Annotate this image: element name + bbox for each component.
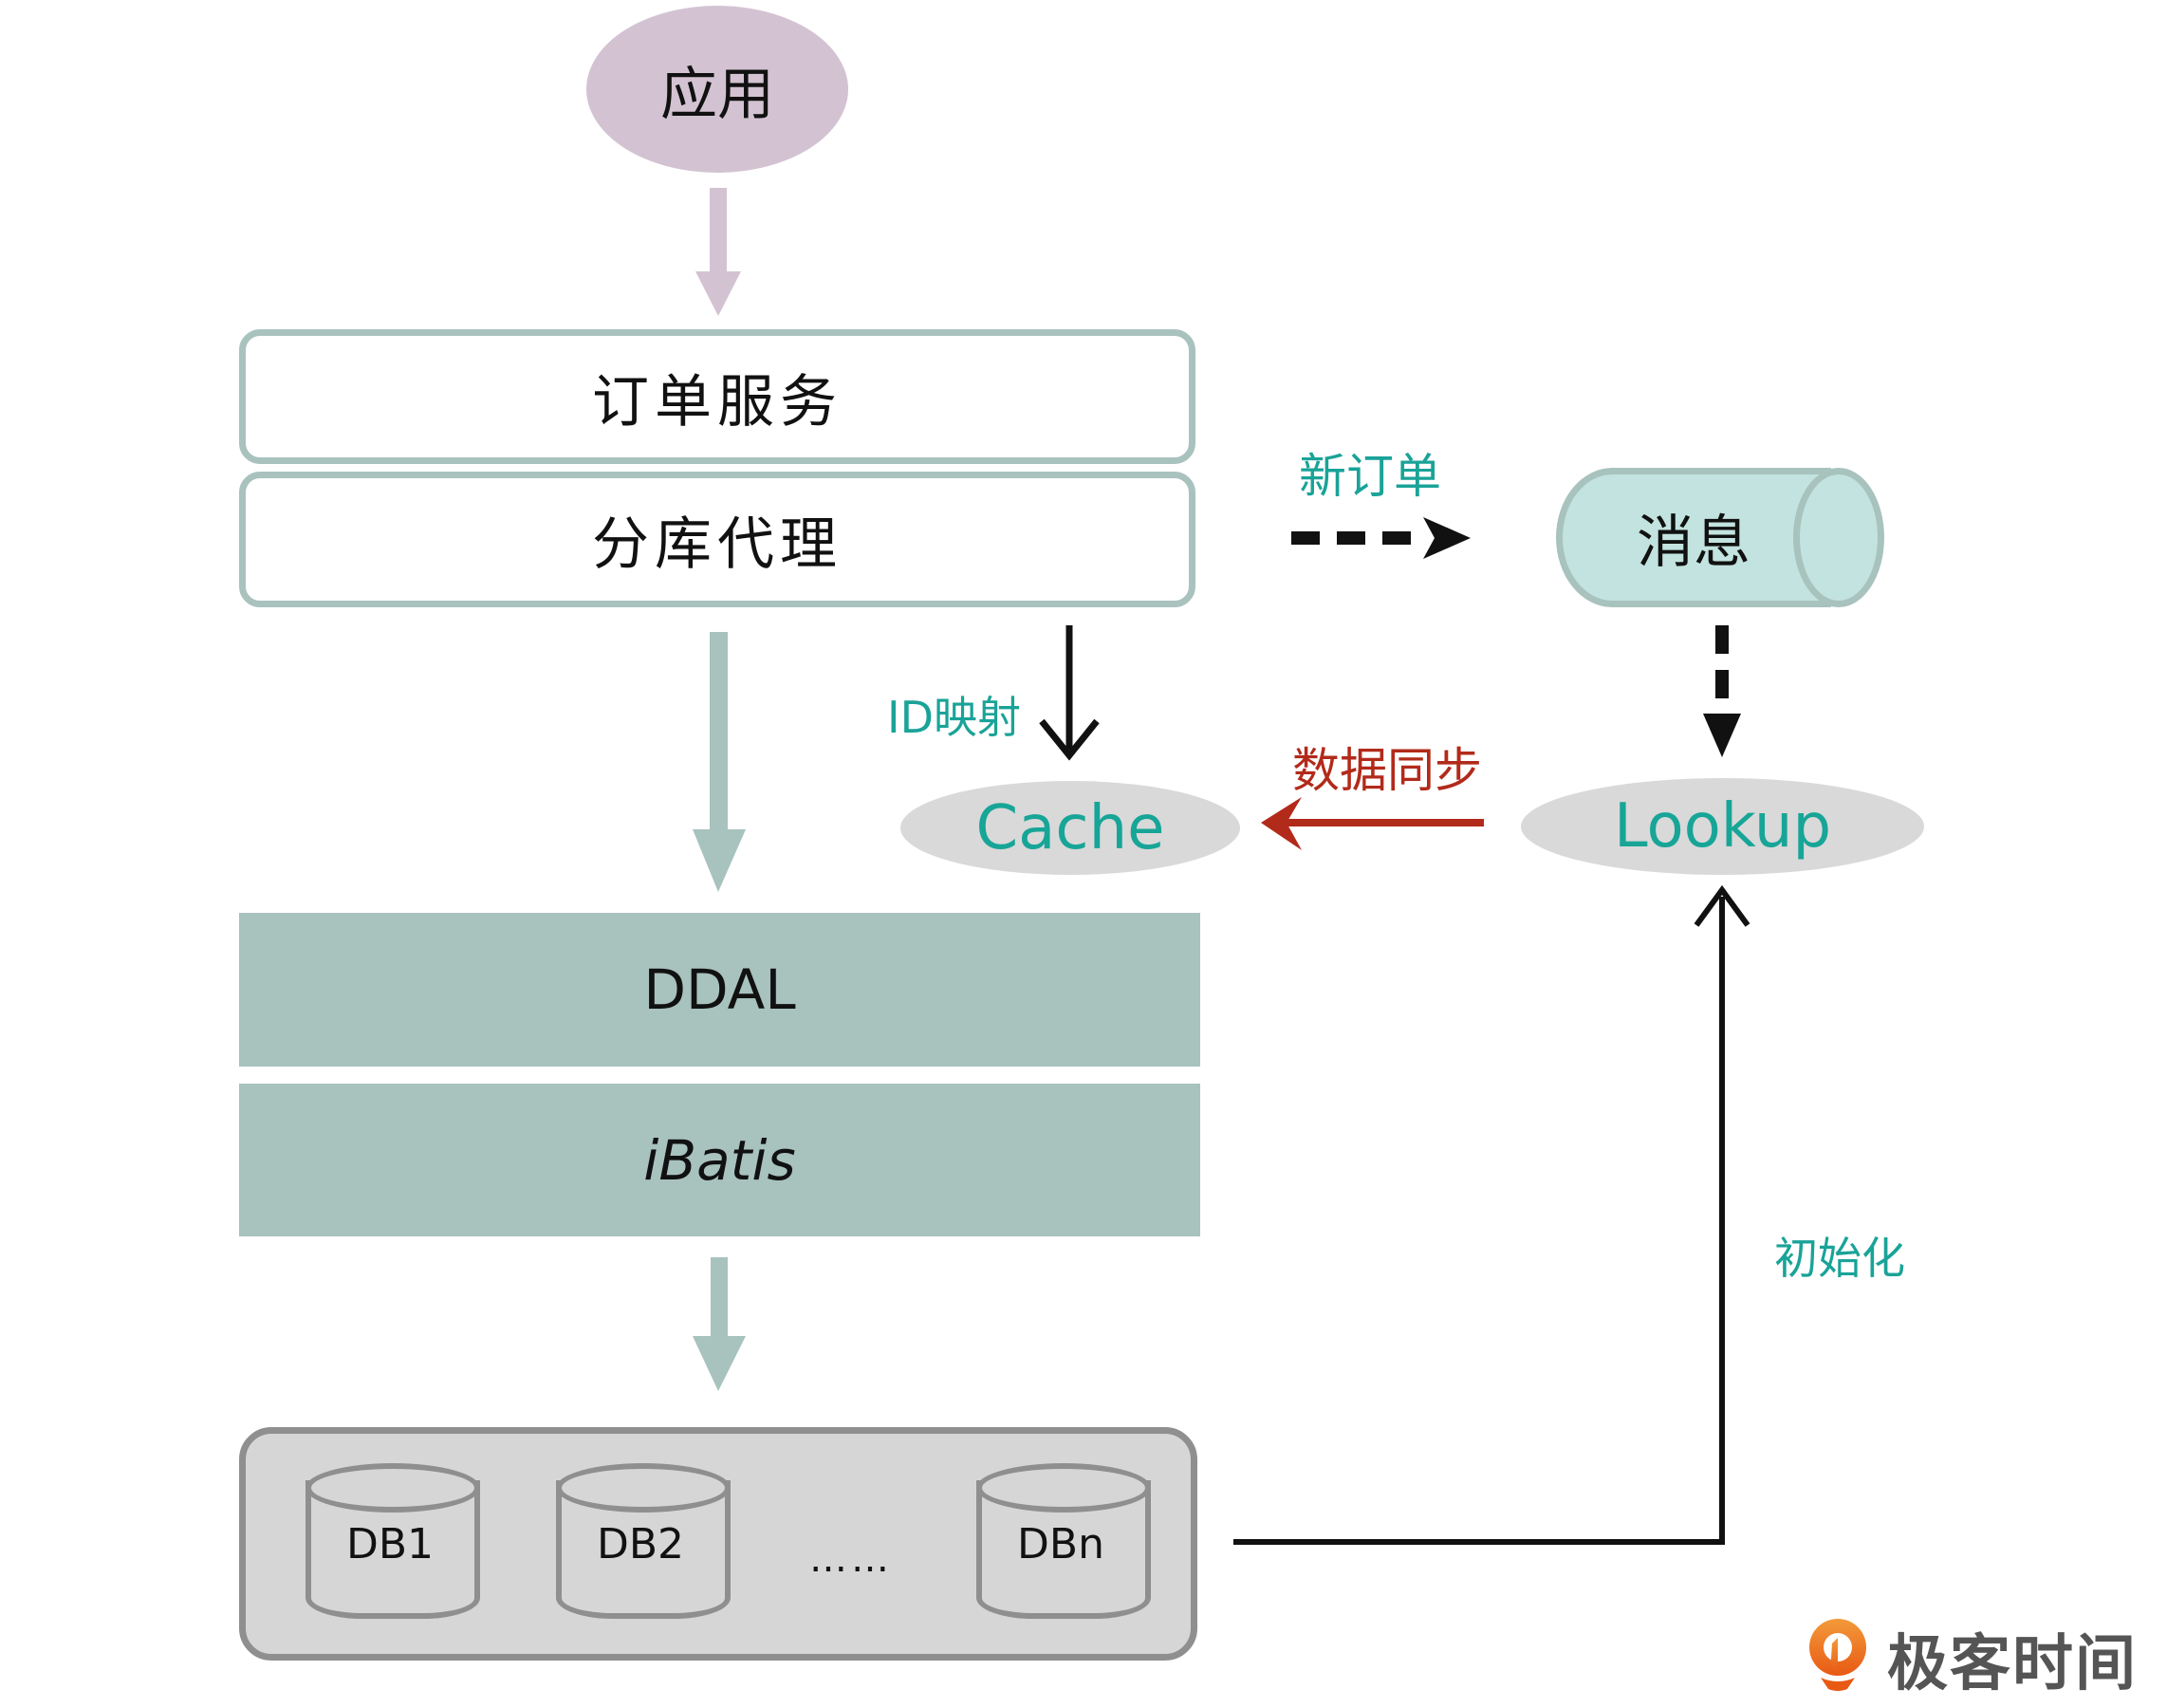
database-label: DB1	[345, 1520, 435, 1569]
ibatis-label: iBatis	[643, 1127, 796, 1193]
arrow-proxy-to-ddal	[693, 632, 746, 892]
database-icon: DBn	[976, 1463, 1151, 1619]
edge-label-id-mapping: ID映射	[887, 692, 1021, 743]
arrow-data-sync	[1261, 797, 1484, 850]
lookup-node: Lookup	[1521, 778, 1924, 875]
message-queue-node: 消息	[1556, 468, 1888, 607]
arrow-app-to-order-service	[695, 188, 741, 316]
edge-label-new-order: 新订单	[1299, 449, 1441, 504]
brand-logo: 极客时间	[1802, 1611, 2167, 1699]
lookup-label: Lookup	[1613, 791, 1832, 862]
arrow-new-order-dashed	[1291, 517, 1471, 559]
shard-proxy-label: 分库代理	[592, 511, 843, 578]
arrow-init	[1233, 884, 1750, 1545]
order-service-box: 订单服务	[239, 329, 1195, 464]
logo-text: 极客时间	[1887, 1629, 2138, 1699]
message-queue-label: 消息	[1637, 510, 1750, 576]
arrow-message-to-lookup-dashed	[1703, 625, 1741, 757]
arrow-id-mapping	[1039, 625, 1100, 761]
shard-proxy-box: 分库代理	[239, 472, 1195, 607]
database-icon: DB2	[556, 1463, 731, 1619]
database-ellipsis: ……	[809, 1537, 893, 1581]
ibatis-layer: iBatis	[239, 1084, 1200, 1236]
ddal-layer: DDAL	[239, 913, 1200, 1067]
edge-label-init: 初始化	[1774, 1233, 1905, 1284]
app-node-label: 应用	[660, 61, 774, 128]
arrow-ibatis-to-dbs	[693, 1257, 746, 1391]
edge-label-data-sync: 数据同步	[1292, 743, 1482, 798]
order-service-label: 订单服务	[592, 368, 843, 436]
app-node: 应用	[586, 6, 848, 173]
database-label: DB2	[596, 1520, 685, 1569]
geektime-logo-icon	[1809, 1619, 1866, 1691]
database-label: DBn	[1017, 1520, 1104, 1569]
cache-label: Cache	[975, 792, 1165, 863]
database-icon: DB1	[306, 1463, 480, 1619]
cache-node: Cache	[900, 781, 1240, 875]
ddal-label: DDAL	[643, 957, 796, 1022]
